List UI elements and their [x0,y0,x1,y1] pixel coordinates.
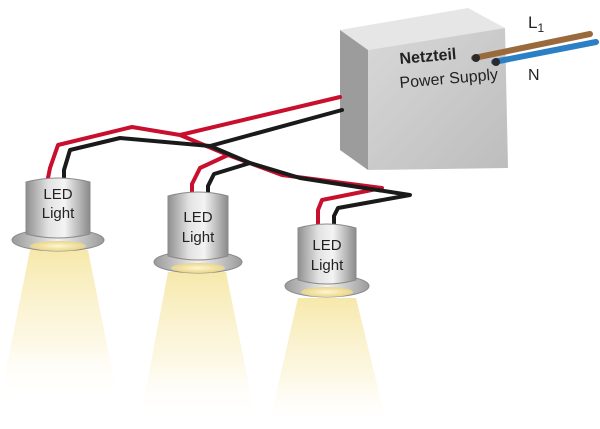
led-light-2-label-line1: LED [183,209,212,226]
wire-black-to-light-2 [206,144,252,194]
led-light-1-housing [25,177,91,239]
wire-red-supply-to-light-1 [46,95,342,180]
power-supply-title: Netzteil [399,46,457,68]
led-light-3-label-line1: LED [312,237,341,254]
live-label: L1 [528,13,544,35]
led-light-1-label-line1: LED [43,186,72,203]
live-terminal [472,54,480,62]
led-light-1-lens [30,241,86,251]
mains-wires: L1 N [471,13,599,84]
box-front [368,28,508,170]
led-light-2-housing [167,191,229,261]
neutral-label: N [528,67,540,84]
neutral-terminal [492,58,500,66]
box-left-side [340,30,368,170]
led-light-3: LED Light [284,223,370,298]
led-light-2-lens [171,263,225,273]
box-top [340,8,505,50]
led-light-3-label-line2: Light [311,257,344,274]
live-label-subscript: 1 [537,21,544,35]
led-light-2: LED Light [153,191,243,274]
beam-3 [268,298,388,429]
power-supply-box: Netzteil Power Supply [340,8,508,170]
light-beams [0,250,388,429]
wire-red-to-light-3 [226,153,384,227]
beam-1 [0,250,118,400]
led-light-3-lens [301,287,353,297]
led-light-3-housing [297,223,357,285]
led-light-1: LED Light [11,177,105,252]
led-light-2-label-line2: Light [182,229,215,246]
led-wiring [46,95,412,227]
neutral-wire [491,39,599,65]
live-wire [471,31,593,61]
beam-2 [140,272,256,420]
led-light-1-label-line2: Light [42,205,75,222]
wire-black-supply-to-light-1 [62,108,344,180]
wire-black-to-light-3 [248,161,412,227]
